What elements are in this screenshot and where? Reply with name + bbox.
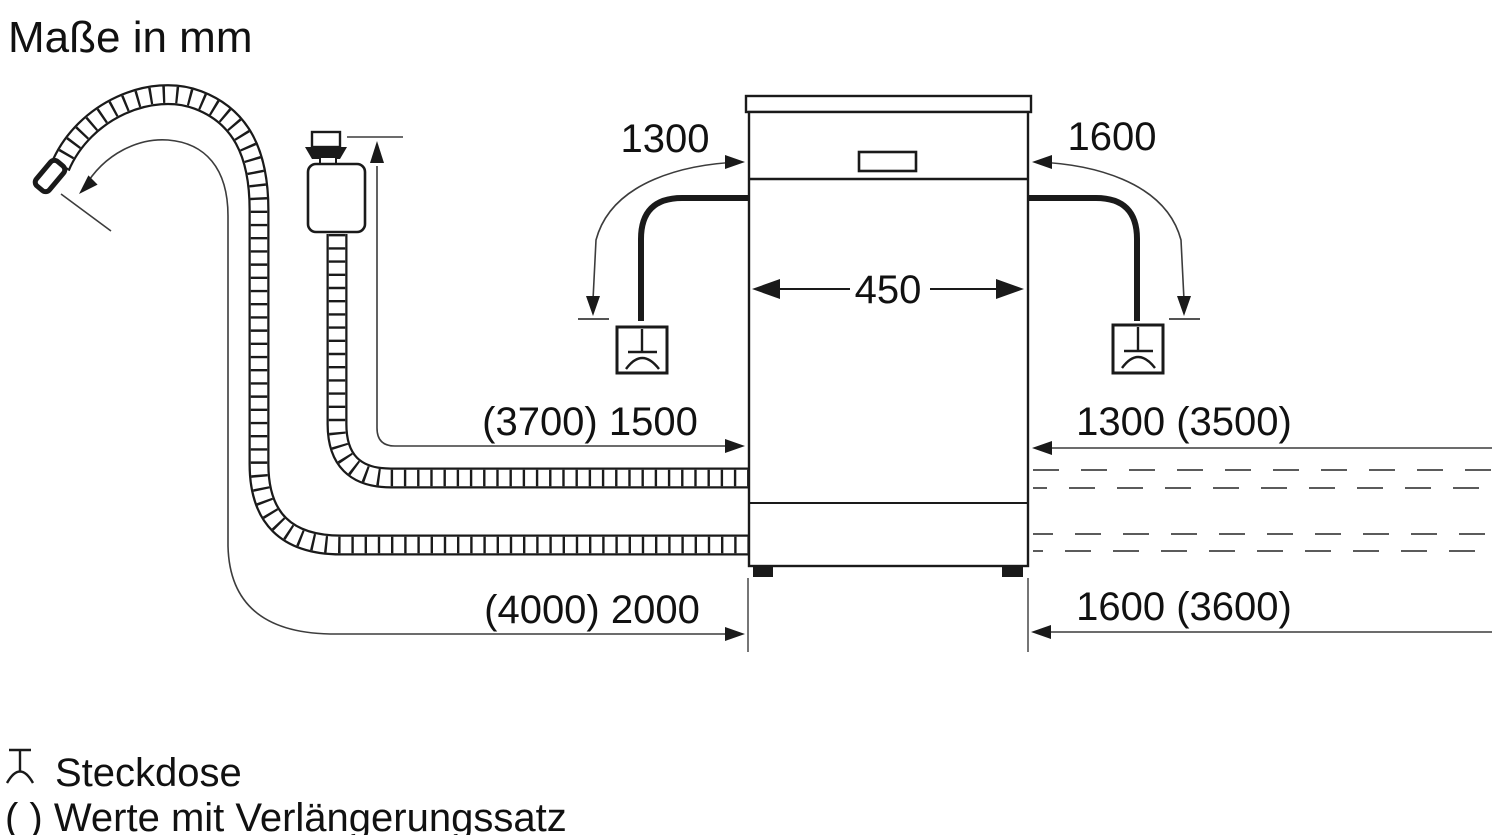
- socket-box-right: [1111, 323, 1165, 375]
- legend: Steckdose ( ) Werte mit Verlängerungssat…: [5, 748, 567, 835]
- power-cord-right-line: [1028, 195, 1140, 321]
- dishwasher-body: [747, 110, 1030, 568]
- cord-right-arrow-down-icon: [1177, 296, 1191, 316]
- drain-right-arrow-left-icon: [1031, 625, 1051, 639]
- drain-hose: [32, 84, 751, 556]
- width-dimension: 450: [752, 268, 1024, 312]
- socket-box-left: [615, 325, 669, 375]
- tap-connector: [310, 130, 342, 149]
- width-label: 450: [855, 268, 922, 312]
- supply-right-arrow-left-icon: [1032, 441, 1052, 455]
- valve-body: [306, 162, 367, 234]
- cord-right-dimension: 1600: [1032, 115, 1200, 320]
- door-handle: [857, 150, 918, 173]
- drain-left-label: (4000) 2000: [484, 588, 700, 632]
- appliance-foot-left: [753, 566, 773, 577]
- drain-right-dimension: 1600 (3600): [1031, 585, 1492, 639]
- socket-icon: [5, 748, 35, 784]
- cord-left-dim-line: [592, 161, 741, 301]
- power-cord-left-line: [638, 195, 749, 321]
- cord-left-label: 1300: [621, 117, 710, 161]
- socket-icon: [1121, 327, 1156, 369]
- page-title: Maße in mm: [8, 13, 252, 62]
- supply-hose-core: [328, 234, 751, 487]
- drain-hose-core: [52, 86, 751, 554]
- aquastop-valve: [305, 130, 403, 234]
- supply-left-dim-line: [376, 166, 740, 447]
- cord-right-dim-line: [1036, 161, 1185, 301]
- width-arrow-left-icon: [752, 279, 780, 299]
- cord-left-dimension: 1300: [578, 117, 745, 320]
- power-cord-left: [638, 195, 749, 321]
- cord-left-arrow-right-icon: [725, 155, 745, 169]
- cord-right-arrow-left-icon: [1032, 155, 1052, 169]
- supply-left-arrow-up-icon: [370, 141, 384, 163]
- supply-left-dimension: (3700) 1500: [370, 141, 745, 453]
- drain-right-label: 1600 (3600): [1076, 585, 1292, 629]
- dishwasher: [744, 94, 1033, 577]
- supply-left-label: (3700) 1500: [482, 400, 698, 444]
- supply-right-dimension: 1300 (3500): [1032, 400, 1492, 455]
- drain-left-dimension: (4000) 2000: [60, 139, 745, 641]
- supply-hose: [326, 234, 751, 489]
- socket-icon: [625, 329, 660, 370]
- supply-right-label: 1300 (3500): [1076, 400, 1292, 444]
- legend-extension-note: ( ) Werte mit Verlängerungssatz: [5, 796, 567, 835]
- cord-left-arrow-down-icon: [586, 296, 600, 316]
- drain-left-arrow-icon: [79, 175, 98, 194]
- worktop: [744, 94, 1033, 114]
- drain-hose-end-cap: [32, 157, 68, 195]
- legend-socket-label: Steckdose: [55, 751, 242, 795]
- drain-left-dim-line: [83, 139, 740, 635]
- cord-right-label: 1600: [1068, 115, 1157, 159]
- power-cord-right: [1028, 195, 1140, 321]
- width-arrow-right-icon: [996, 279, 1024, 299]
- supply-left-arrow-right-icon: [725, 439, 745, 453]
- hose-continuation-dashed-lines: [1033, 469, 1492, 552]
- drain-end-tick: [60, 193, 112, 232]
- appliance-foot-right: [1002, 566, 1023, 577]
- drain-left-arrow-right-icon: [725, 627, 745, 641]
